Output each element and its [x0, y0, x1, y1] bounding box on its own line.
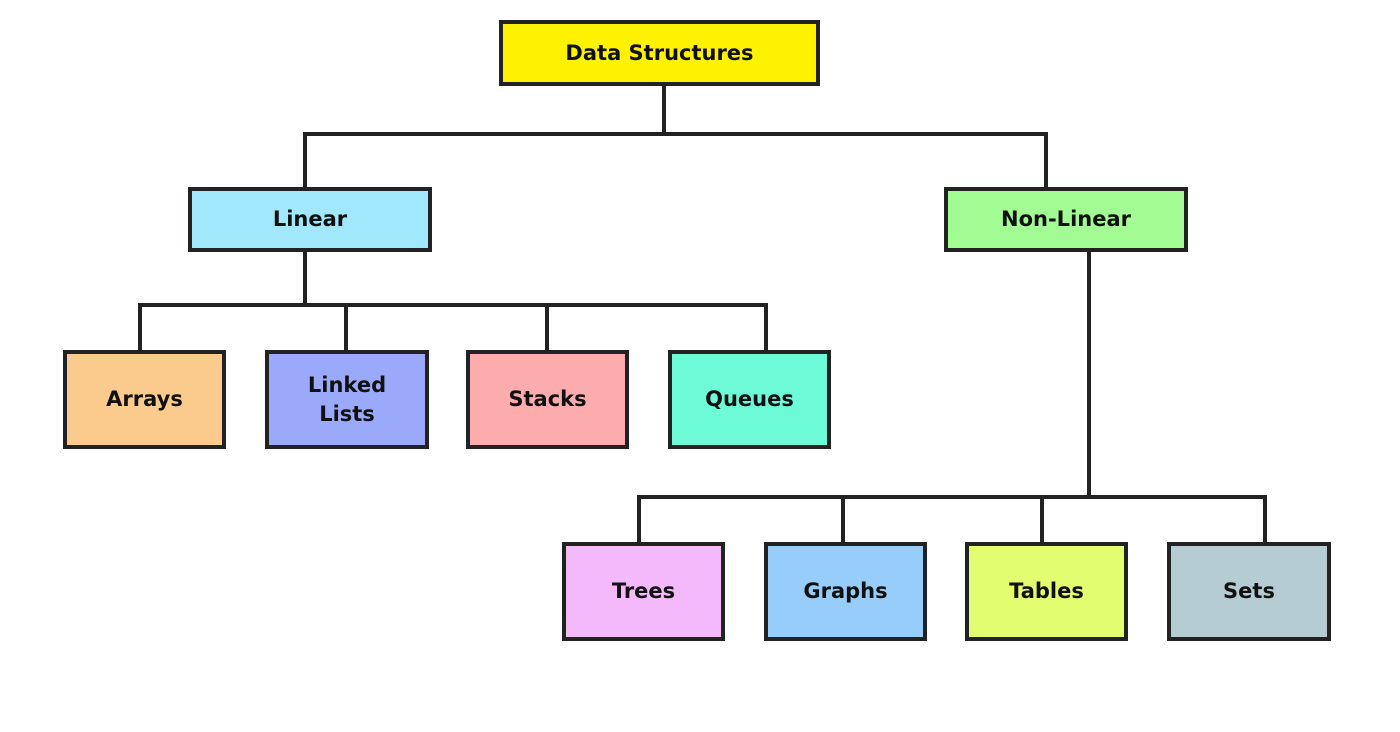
node-label: Linked Lists: [307, 373, 387, 426]
node-non-linear: Non-Linear: [944, 187, 1188, 252]
node-queues: Queues: [668, 350, 831, 449]
node-label: Linear: [272, 207, 348, 232]
node-label: Stacks: [508, 387, 587, 412]
node-label: Tables: [1009, 579, 1084, 604]
node-arrays: Arrays: [63, 350, 226, 449]
node-graphs: Graphs: [764, 542, 927, 641]
node-linear: Linear: [188, 187, 432, 252]
node-trees: Trees: [562, 542, 725, 641]
node-label: Trees: [611, 579, 676, 604]
node-tables: Tables: [965, 542, 1128, 641]
node-label: Arrays: [106, 387, 183, 412]
node-label: Graphs: [803, 579, 888, 604]
node-label: Non-Linear: [1001, 207, 1131, 232]
node-stacks: Stacks: [466, 350, 629, 449]
node-data-structures: Data Structures: [499, 20, 820, 86]
node-linked-lists: Linked Lists: [265, 350, 429, 449]
node-sets: Sets: [1167, 542, 1331, 641]
node-label: Sets: [1223, 579, 1275, 604]
node-label: Queues: [705, 387, 794, 412]
node-label: Data Structures: [565, 40, 754, 65]
